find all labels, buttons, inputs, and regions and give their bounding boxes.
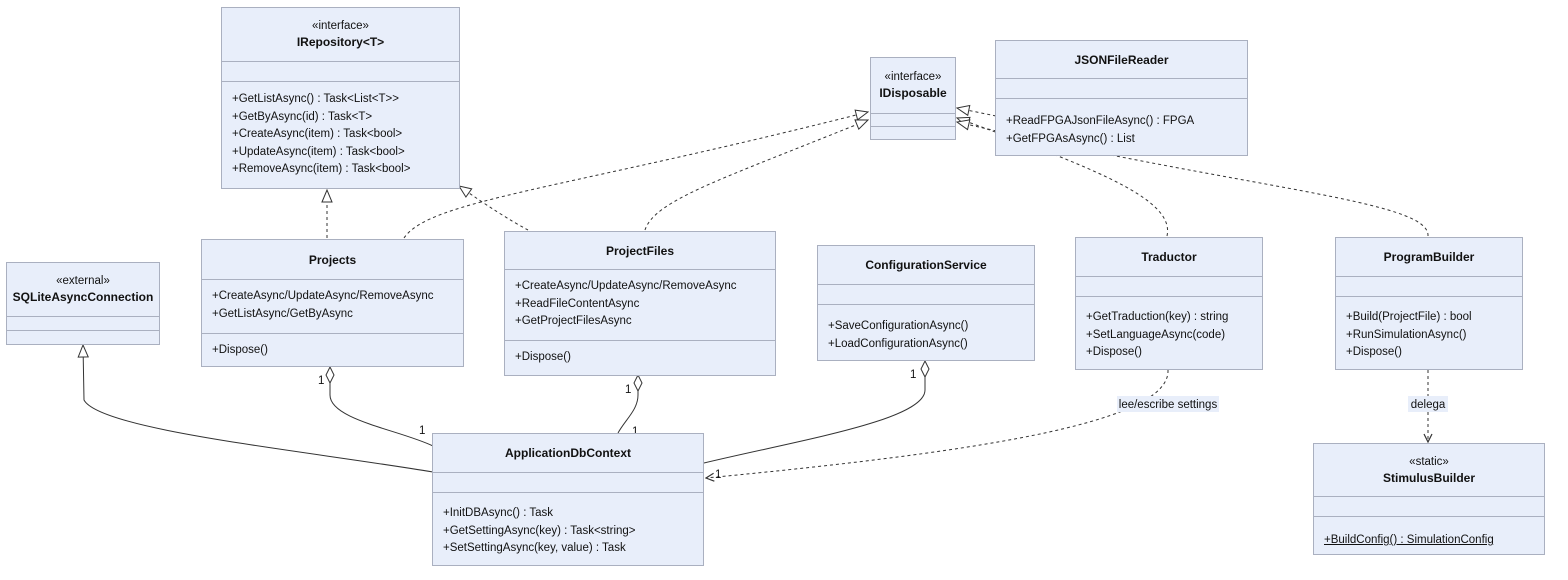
method: +SaveConfigurationAsync() [828, 320, 969, 332]
method: +GetFPGAsAsync() : List [1006, 132, 1135, 145]
edge-projects-idisposable [403, 112, 868, 239]
class-name: Traductor [1141, 250, 1197, 264]
programbuilder-relation-label: delega [1411, 399, 1446, 411]
stereotype: «interface» [884, 71, 942, 83]
method: +InitDBAsync() : Task [443, 507, 554, 519]
stereotype: «interface» [312, 20, 369, 32]
class-configuration-service: ConfigurationService +SaveConfigurationA… [817, 245, 1035, 361]
multiplicity-appdbcontext-traductor: 1 [715, 469, 721, 481]
method: +GetListAsync() : Task<List<T>> [232, 93, 399, 105]
class-name: ConfigurationService [865, 258, 987, 272]
class-projects: Projects +CreateAsync/UpdateAsync/Remove… [201, 239, 464, 367]
class-sqlite-async-connection: «external» SQLiteAsyncConnection [6, 262, 160, 345]
class-irepository: «interface» IRepository<T> +GetListAsync… [221, 7, 460, 189]
method: +CreateAsync/UpdateAsync/RemoveAsync [212, 290, 434, 302]
class-name: JSONFileReader [1074, 52, 1169, 67]
edge-projectfiles-idisposable [644, 120, 868, 231]
class-name: SQLiteAsyncConnection [12, 290, 154, 304]
method: +Dispose() [1346, 346, 1402, 358]
method: +GetSettingAsync(key) : Task<string> [443, 524, 636, 537]
class-jsonfilereader: JSONFileReader +ReadFPGAJsonFileAsync() … [995, 40, 1248, 156]
multiplicity-appdbcontext-projectfiles: 1 [632, 426, 638, 438]
class-programbuilder: ProgramBuilder +Build(ProjectFile) : boo… [1335, 237, 1523, 370]
method: +SetSettingAsync(key, value) : Task [443, 542, 626, 554]
multiplicity-projectfiles: 1 [625, 384, 631, 396]
method: +RunSimulationAsync() [1346, 328, 1467, 341]
stereotype: «external» [56, 275, 110, 287]
method: +CreateAsync(item) : Task<bool> [232, 128, 403, 140]
class-traductor: Traductor +GetTraduction(key) : string +… [1075, 237, 1263, 370]
method: +LoadConfigurationAsync() [828, 337, 968, 350]
class-name: IDisposable [879, 86, 947, 100]
programbuilder-label-bg [1408, 396, 1448, 412]
class-name: IRepository<T> [296, 35, 385, 49]
multiplicity-configservice: 1 [910, 369, 916, 381]
edge-projectfiles-appdbcontext [617, 375, 638, 434]
method: +Dispose() [212, 344, 268, 356]
traductor-relation-label: lee/escribe settings [1119, 399, 1218, 411]
method: +GetProjectFilesAsync [515, 315, 632, 327]
method: +RemoveAsync(item) : Task<bool> [232, 163, 411, 175]
static-method: +BuildConfig() : SimulationConfig [1324, 534, 1494, 546]
method: +ReadFPGAJsonFileAsync() : FPGA [1006, 115, 1195, 127]
method: +UpdateAsync(item) : Task<bool> [232, 145, 405, 158]
edge-appdbcontext-sqlite [83, 345, 434, 473]
class-name: StimulusBuilder [1382, 470, 1475, 485]
class-name: ProgramBuilder [1383, 250, 1475, 264]
multiplicity-projects: 1 [318, 375, 324, 387]
stereotype: «static» [1409, 455, 1449, 468]
method: +GetByAsync(id) : Task<T> [232, 110, 373, 123]
edge-projects-appdbcontext [330, 367, 434, 447]
method: +Build(ProjectFile) : bool [1346, 311, 1472, 323]
class-idisposable: «interface» IDisposable [870, 57, 956, 140]
class-stimulusbuilder: «static» StimulusBuilder +BuildConfig() … [1313, 443, 1545, 555]
method: +GetListAsync/GetByAsync [212, 307, 353, 320]
method: +Dispose() [1086, 346, 1142, 358]
edge-configservice-appdbcontext [703, 361, 925, 464]
method: +Dispose() [515, 351, 571, 363]
method: +CreateAsync/UpdateAsync/RemoveAsync [515, 280, 737, 292]
traductor-label-bg [1117, 396, 1219, 412]
multiplicity-appdbcontext-projects: 1 [419, 425, 425, 437]
class-name: Projects [308, 252, 357, 267]
class-projectfiles: ProjectFiles +CreateAsync/UpdateAsync/Re… [504, 231, 776, 376]
edge-jsonfilereader-idisposable [957, 108, 997, 117]
method: +ReadFileContentAsync [515, 297, 640, 310]
edge-traductor-appdbcontext [706, 369, 1169, 478]
method: +SetLanguageAsync(code) [1086, 328, 1226, 341]
edge-traductor-idisposable [957, 118, 1169, 237]
class-applicationdbcontext: ApplicationDbContext +InitDBAsync() : Ta… [432, 433, 704, 566]
method: +GetTraduction(key) : string [1086, 311, 1229, 323]
class-name: ProjectFiles [605, 243, 675, 258]
class-name: ApplicationDbContext [505, 446, 631, 460]
edge-projectfiles-irepository [459, 186, 529, 231]
